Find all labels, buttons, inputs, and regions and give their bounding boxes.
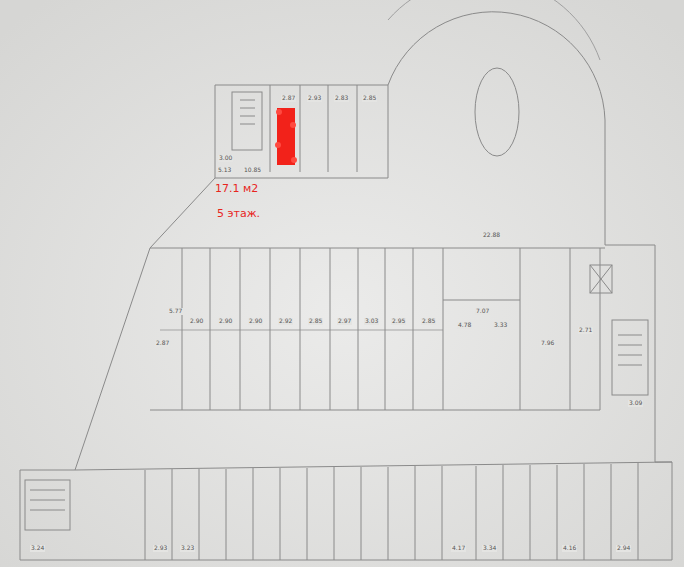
dimension-label: 2.83 (334, 95, 349, 102)
dimension-label: 2.93 (153, 545, 168, 552)
dimension-label: 2.87 (155, 340, 170, 347)
dimension-label: 2.85 (362, 95, 377, 102)
dimension-label: 2.93 (307, 95, 322, 102)
dimension-label: 10.85 (243, 167, 262, 174)
dimension-label: 2.87 (281, 95, 296, 102)
dimension-label: 2.95 (391, 318, 406, 325)
dimension-label: 2.90 (189, 318, 204, 325)
dimension-label: 22.88 (482, 232, 501, 239)
dimension-label: 7.07 (475, 308, 490, 315)
dimension-label: 2.90 (218, 318, 233, 325)
dimension-label: 4.16 (562, 545, 577, 552)
dimension-label: 3.33 (493, 322, 508, 329)
dimension-label: 3.00 (218, 155, 233, 162)
area-note: 5 этаж. (216, 208, 261, 220)
dimension-label: 7.96 (540, 340, 555, 347)
dimension-label: 2.94 (616, 545, 631, 552)
dimension-label: 3.03 (364, 318, 379, 325)
dimension-label: 4.78 (457, 322, 472, 329)
dimension-label: 5.77 (168, 308, 183, 315)
dimension-label: 4.17 (451, 545, 466, 552)
dimension-label: 2.85 (421, 318, 436, 325)
dimension-label: 5.13 (217, 167, 232, 174)
dimension-label: 2.97 (337, 318, 352, 325)
dimension-label: 3.34 (482, 545, 497, 552)
dimension-label: 2.85 (308, 318, 323, 325)
area-note: 17.1 м2 (214, 183, 259, 195)
dimension-label: 2.92 (278, 318, 293, 325)
dimension-label: 3.23 (180, 545, 195, 552)
dimension-label: 2.90 (248, 318, 263, 325)
highlighted-box (277, 108, 295, 165)
dimension-label: 2.71 (578, 327, 593, 334)
dimension-label: 3.09 (628, 400, 643, 407)
dimension-label: 3.24 (30, 545, 45, 552)
